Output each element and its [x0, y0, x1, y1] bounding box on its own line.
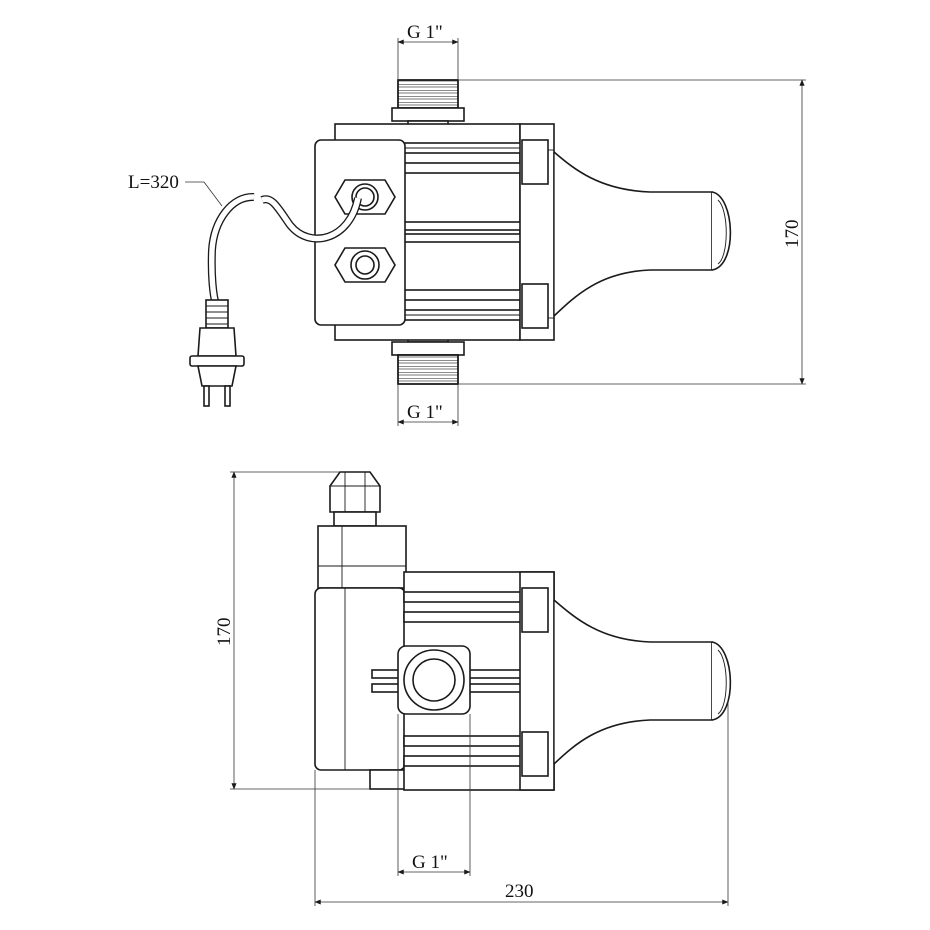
inlet-dimension: G 1": [397, 22, 459, 80]
port-dimension: G 1": [397, 714, 471, 876]
top-height-label: 170: [782, 220, 803, 249]
pressure-head-side: [553, 599, 732, 765]
outlet-thread-label: G 1": [407, 402, 443, 423]
side-port: [397, 645, 471, 715]
inlet-thread-label: G 1": [407, 22, 443, 43]
power-cable: [205, 193, 362, 329]
cable-gland-upper: [334, 179, 396, 215]
cable-length-callout: L=320: [128, 172, 223, 207]
outlet-dimension: G 1": [397, 384, 459, 426]
width-label: 230: [505, 881, 534, 902]
pressure-head-top: [553, 151, 732, 317]
terminal-box-top: [314, 139, 406, 326]
terminal-box-side: [314, 525, 407, 790]
port-thread-label: G 1": [412, 852, 448, 873]
top-nut: [329, 471, 381, 527]
side-height-dimension: 170: [214, 471, 370, 790]
top-view: L=320 G 1" G 1" 170: [128, 22, 806, 426]
width-dimension: 230: [314, 700, 729, 906]
pump-body-side: [371, 571, 555, 791]
cable-length-label: L=320: [128, 172, 179, 193]
plug-icon: [189, 327, 245, 407]
cable-gland-lower: [334, 247, 396, 283]
side-height-label: 170: [214, 618, 235, 647]
top-height-dimension: 170: [458, 79, 806, 385]
side-view: 170 G 1" 230: [214, 471, 732, 906]
